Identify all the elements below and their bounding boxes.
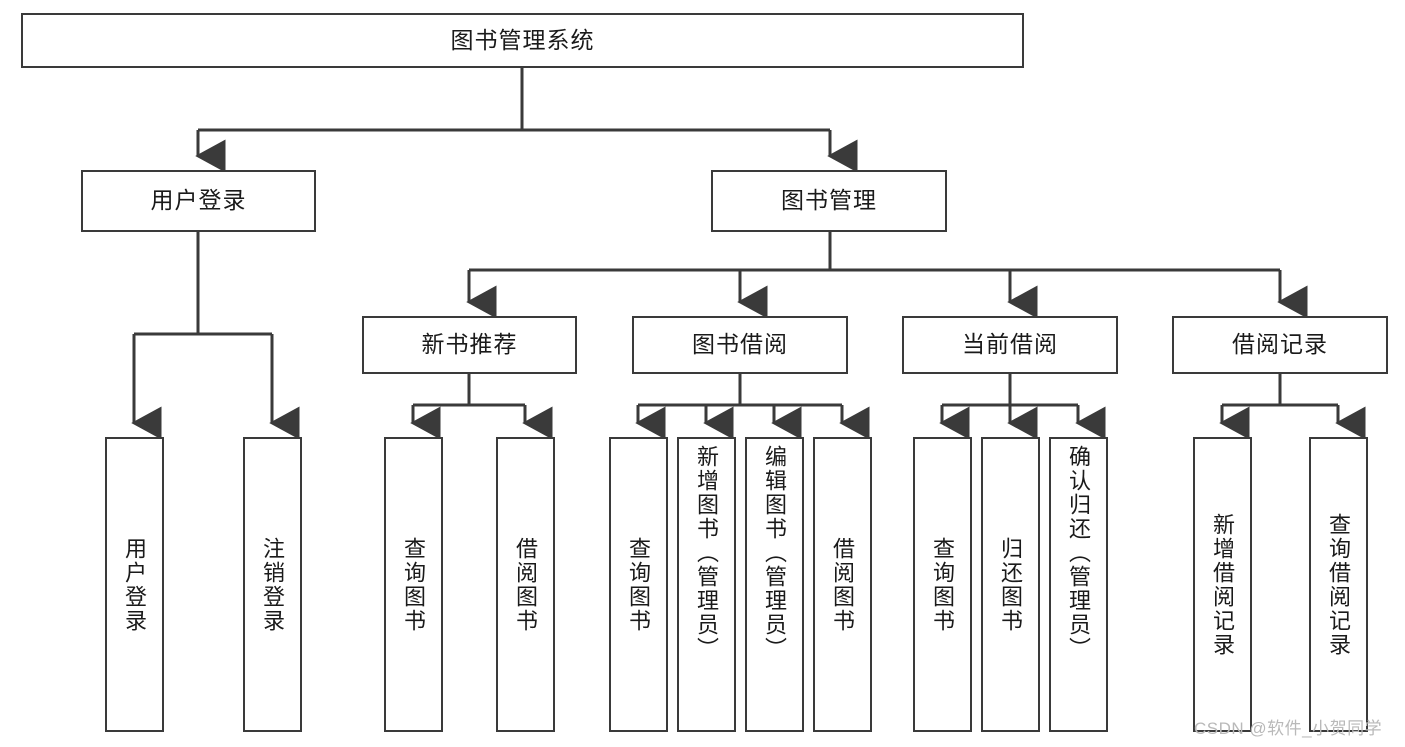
leaf-current-query-book[interactable]: 查询图书 bbox=[913, 437, 972, 732]
leaf-user-login-login[interactable]: 用户登录 bbox=[105, 437, 164, 732]
node-label: 新书推荐 bbox=[421, 331, 518, 358]
leaf-record-add-record[interactable]: 新增借阅记录 bbox=[1193, 437, 1252, 732]
node-label: 查询图书 bbox=[930, 536, 956, 633]
node-book-borrow[interactable]: 图书借阅 bbox=[632, 316, 848, 374]
node-root-book-management-system[interactable]: 图书管理系统 bbox=[21, 13, 1024, 68]
node-label: 当前借阅 bbox=[962, 331, 1058, 358]
node-user-login[interactable]: 用户登录 bbox=[81, 170, 316, 232]
node-new-book-recommend[interactable]: 新书推荐 bbox=[362, 316, 577, 374]
node-label: 查询借阅记录 bbox=[1326, 512, 1352, 657]
node-label: 确认归还（管理员） bbox=[1066, 445, 1092, 661]
node-label: 图书借阅 bbox=[692, 331, 788, 358]
node-label: 查询图书 bbox=[401, 536, 427, 633]
leaf-record-query-record[interactable]: 查询借阅记录 bbox=[1309, 437, 1368, 732]
leaf-user-login-logout[interactable]: 注销登录 bbox=[243, 437, 302, 732]
leaf-borrow-borrow-book[interactable]: 借阅图书 bbox=[813, 437, 872, 732]
node-label: 借阅图书 bbox=[830, 536, 856, 633]
leaf-current-confirm-return-admin[interactable]: 确认归还（管理员） bbox=[1049, 437, 1108, 732]
node-label: 新增借阅记录 bbox=[1210, 512, 1236, 657]
node-label: 编辑图书（管理员） bbox=[762, 445, 788, 661]
node-current-borrow[interactable]: 当前借阅 bbox=[902, 316, 1118, 374]
node-label: 注销登录 bbox=[260, 536, 286, 633]
leaf-recommend-borrow-book[interactable]: 借阅图书 bbox=[496, 437, 555, 732]
leaf-borrow-query-book[interactable]: 查询图书 bbox=[609, 437, 668, 732]
node-label: 归还图书 bbox=[998, 536, 1024, 633]
leaf-recommend-query-book[interactable]: 查询图书 bbox=[384, 437, 443, 732]
node-label: 用户登录 bbox=[150, 187, 247, 214]
node-label: 图书管理系统 bbox=[450, 26, 595, 53]
node-label: 新增图书（管理员） bbox=[694, 445, 720, 661]
leaf-borrow-edit-book-admin[interactable]: 编辑图书（管理员） bbox=[745, 437, 804, 732]
node-label: 用户登录 bbox=[122, 536, 148, 633]
node-label: 借阅记录 bbox=[1232, 331, 1328, 358]
leaf-borrow-add-book-admin[interactable]: 新增图书（管理员） bbox=[677, 437, 736, 732]
node-label: 查询图书 bbox=[626, 536, 652, 633]
node-label: 图书管理 bbox=[781, 187, 877, 214]
node-borrow-record[interactable]: 借阅记录 bbox=[1172, 316, 1388, 374]
leaf-current-return-book[interactable]: 归还图书 bbox=[981, 437, 1040, 732]
node-book-management[interactable]: 图书管理 bbox=[711, 170, 947, 232]
csdn-watermark: CSDN @软件_小贺同学 bbox=[1194, 719, 1383, 738]
node-label: 借阅图书 bbox=[513, 536, 539, 633]
